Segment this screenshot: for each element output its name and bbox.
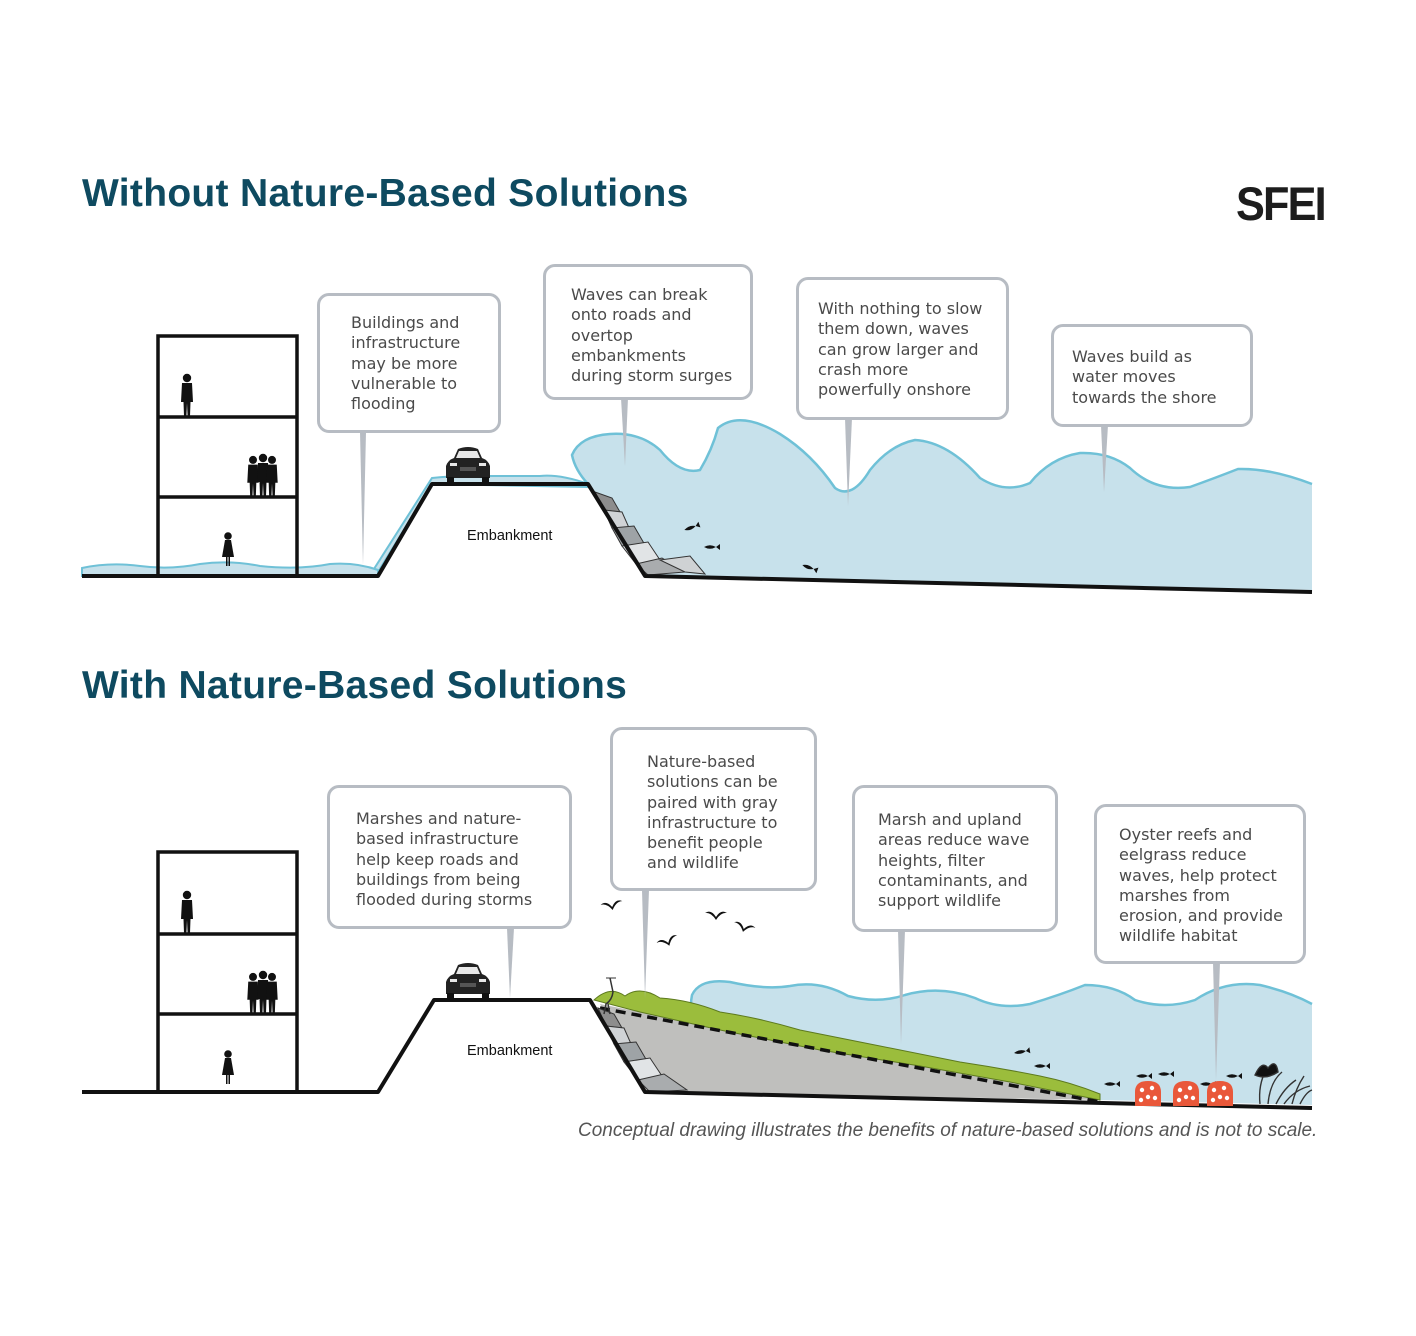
original-slope-dashed — [599, 1006, 1101, 1104]
car-icon — [446, 963, 490, 998]
car-icon — [446, 447, 490, 482]
callout-paired-gray-infrastructure: Nature-based solutions can be paired wit… — [610, 727, 817, 891]
callout-waves-build: Waves build as water moves towards the s… — [1051, 324, 1253, 427]
people-silhouettes — [181, 373, 278, 566]
flood-water-land — [81, 561, 379, 577]
bottom-callout-pointers — [507, 890, 1220, 1080]
ground-profile-bottom — [82, 998, 1313, 1110]
sfei-logo: SFEI — [1236, 177, 1327, 230]
people-silhouettes-bottom — [181, 890, 278, 1084]
building — [156, 334, 299, 578]
embankment-label: Embankment — [467, 528, 553, 544]
callout-buildings-vulnerable: Buildings and infrastructure may be more… — [317, 293, 501, 433]
reduced-wave-water — [691, 981, 1312, 1105]
callout-nothing-to-slow: With nothing to slow them down, waves ca… — [796, 277, 1009, 420]
eelgrass-icon — [1254, 1063, 1313, 1105]
figure-caption: Conceptual drawing illustrates the benef… — [578, 1120, 1318, 1141]
bottom-panel-scene — [82, 850, 1313, 1110]
storm-wave-crest — [570, 419, 1313, 493]
top-callout-pointers — [360, 398, 1108, 565]
storm-wave-water — [572, 420, 1312, 590]
title-without-nbs: Without Nature-Based Solutions — [82, 172, 689, 215]
building-bottom — [156, 850, 299, 1094]
title-with-nbs: With Nature-Based Solutions — [82, 664, 628, 707]
callout-marshes-keep-roads: Marshes and nature- based infrastructure… — [327, 785, 572, 929]
embankment-label-bottom: Embankment — [467, 1043, 553, 1059]
bird-icons — [600, 899, 756, 950]
overtopping-water — [370, 474, 589, 573]
top-panel-scene — [81, 334, 1313, 594]
callout-oyster-eelgrass: Oyster reefs and eelgrass reduce waves, … — [1094, 804, 1306, 964]
oyster-reef-icons — [1135, 1081, 1233, 1106]
heron-icon — [603, 977, 616, 1015]
callout-marsh-upland: Marsh and upland areas reduce wave heigh… — [852, 785, 1058, 932]
callout-waves-break: Waves can break onto roads and overtop e… — [543, 264, 753, 400]
reduced-wave-crest — [689, 980, 1313, 1031]
ground-profile — [82, 482, 1313, 594]
